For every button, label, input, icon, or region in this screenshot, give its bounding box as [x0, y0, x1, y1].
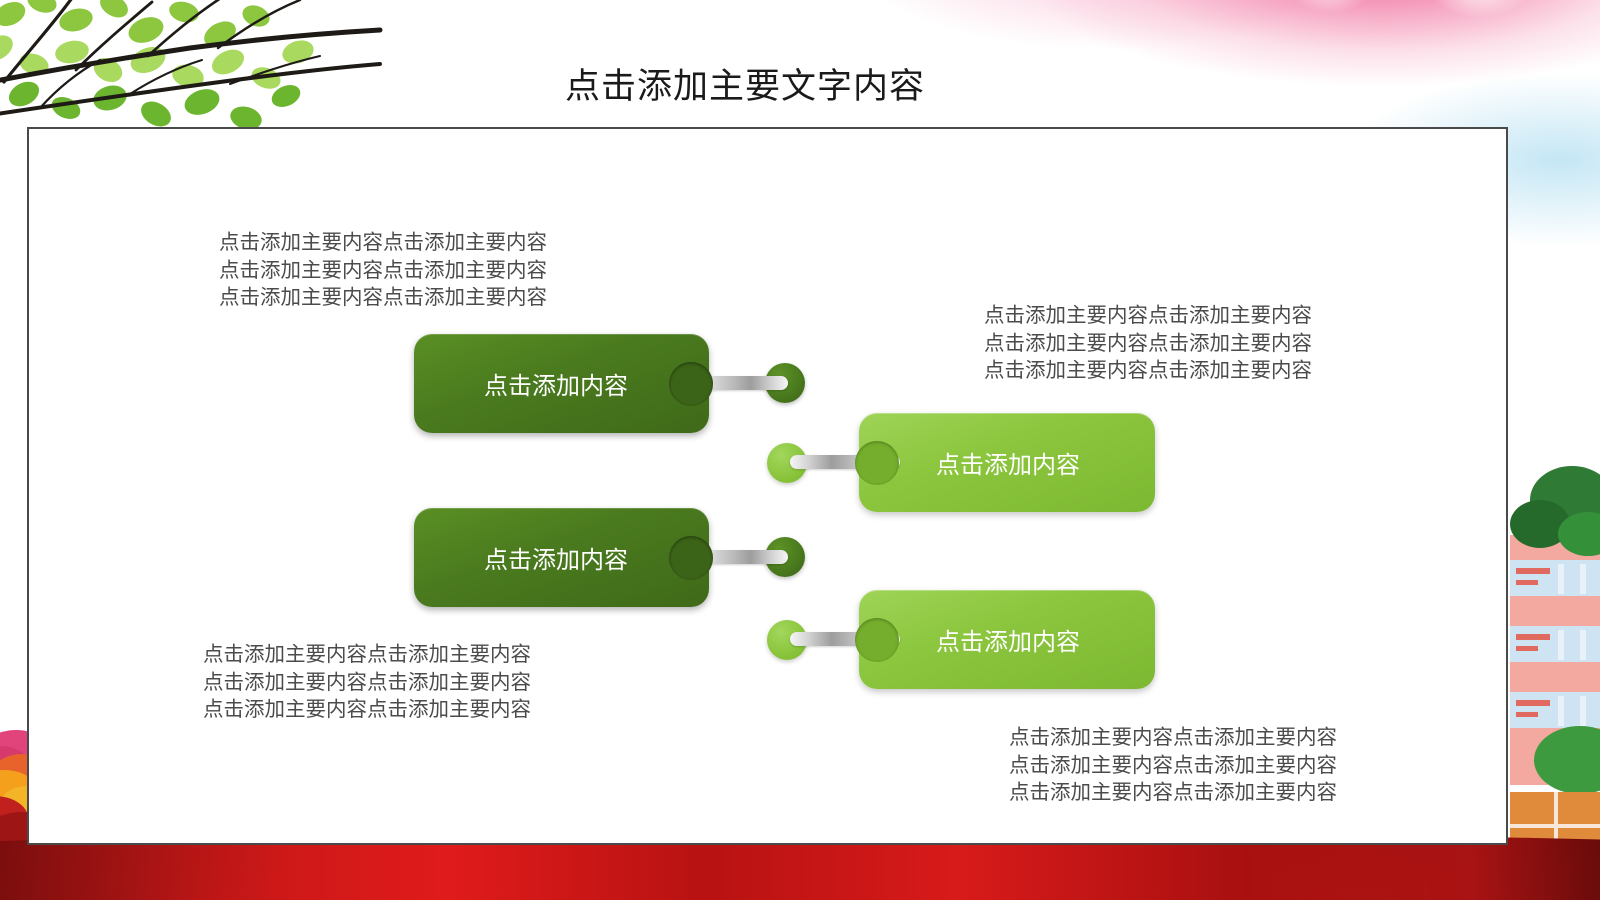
- paragraph-line: 点击添加主要内容点击添加主要内容: [219, 258, 547, 282]
- paragraph-line: 点击添加主要内容点击添加主要内容: [219, 286, 547, 309]
- paragraph-line: 点击添加主要内容点击添加主要内容: [203, 698, 531, 721]
- paragraph-line: 点击添加主要内容点击添加主要内容: [984, 304, 1312, 327]
- tag-notch-3: [669, 536, 713, 580]
- tag-card-1[interactable]: 点击添加内容: [414, 334, 713, 433]
- paragraph-line: 点击添加主要内容点击添加主要内容: [219, 231, 547, 254]
- tag-body: [859, 590, 1155, 689]
- paragraph-top-right: 点击添加主要内容点击添加主要内容 点击添加主要内容点击添加主要内容 点击添加主要…: [984, 302, 1312, 385]
- paragraph-line: 点击添加主要内容点击添加主要内容: [1009, 753, 1337, 777]
- connector-rod-1: [690, 376, 788, 390]
- paragraph-line: 点击添加主要内容点击添加主要内容: [203, 643, 531, 666]
- content-panel: [27, 127, 1508, 845]
- tag-label-3: 点击添加内容: [484, 547, 628, 574]
- tag-body: [414, 508, 709, 607]
- paragraph-bottom-right: 点击添加主要内容点击添加主要内容 点击添加主要内容点击添加主要内容 点击添加主要…: [1009, 724, 1337, 807]
- tag-notch-4: [855, 618, 899, 662]
- paragraph-top-left: 点击添加主要内容点击添加主要内容 点击添加主要内容点击添加主要内容 点击添加主要…: [219, 229, 547, 312]
- paragraph-line: 点击添加主要内容点击添加主要内容: [203, 670, 531, 694]
- tag-card-3[interactable]: 点击添加内容: [414, 508, 713, 607]
- tag-body: [859, 413, 1155, 512]
- tag-label-1: 点击添加内容: [484, 373, 628, 400]
- tag-card-4[interactable]: 点击添加内容: [855, 590, 1155, 689]
- paragraph-bottom-left: 点击添加主要内容点击添加主要内容 点击添加主要内容点击添加主要内容 点击添加主要…: [203, 641, 531, 724]
- tag-notch-1: [669, 362, 713, 406]
- tag-card-2[interactable]: 点击添加内容: [855, 413, 1155, 512]
- tag-label-4: 点击添加内容: [936, 629, 1080, 656]
- tag-body: [414, 334, 709, 433]
- paragraph-line: 点击添加主要内容点击添加主要内容: [1009, 726, 1337, 749]
- paragraph-line: 点击添加主要内容点击添加主要内容: [984, 331, 1312, 355]
- paragraph-line: 点击添加主要内容点击添加主要内容: [1009, 781, 1337, 804]
- school-building-decoration: [1510, 440, 1600, 860]
- tag-label-2: 点击添加内容: [936, 452, 1080, 479]
- connector-rod-3: [690, 550, 788, 564]
- slide-title: 点击添加主要文字内容: [564, 67, 925, 106]
- tag-notch-2: [855, 441, 899, 485]
- paragraph-line: 点击添加主要内容点击添加主要内容: [984, 359, 1312, 382]
